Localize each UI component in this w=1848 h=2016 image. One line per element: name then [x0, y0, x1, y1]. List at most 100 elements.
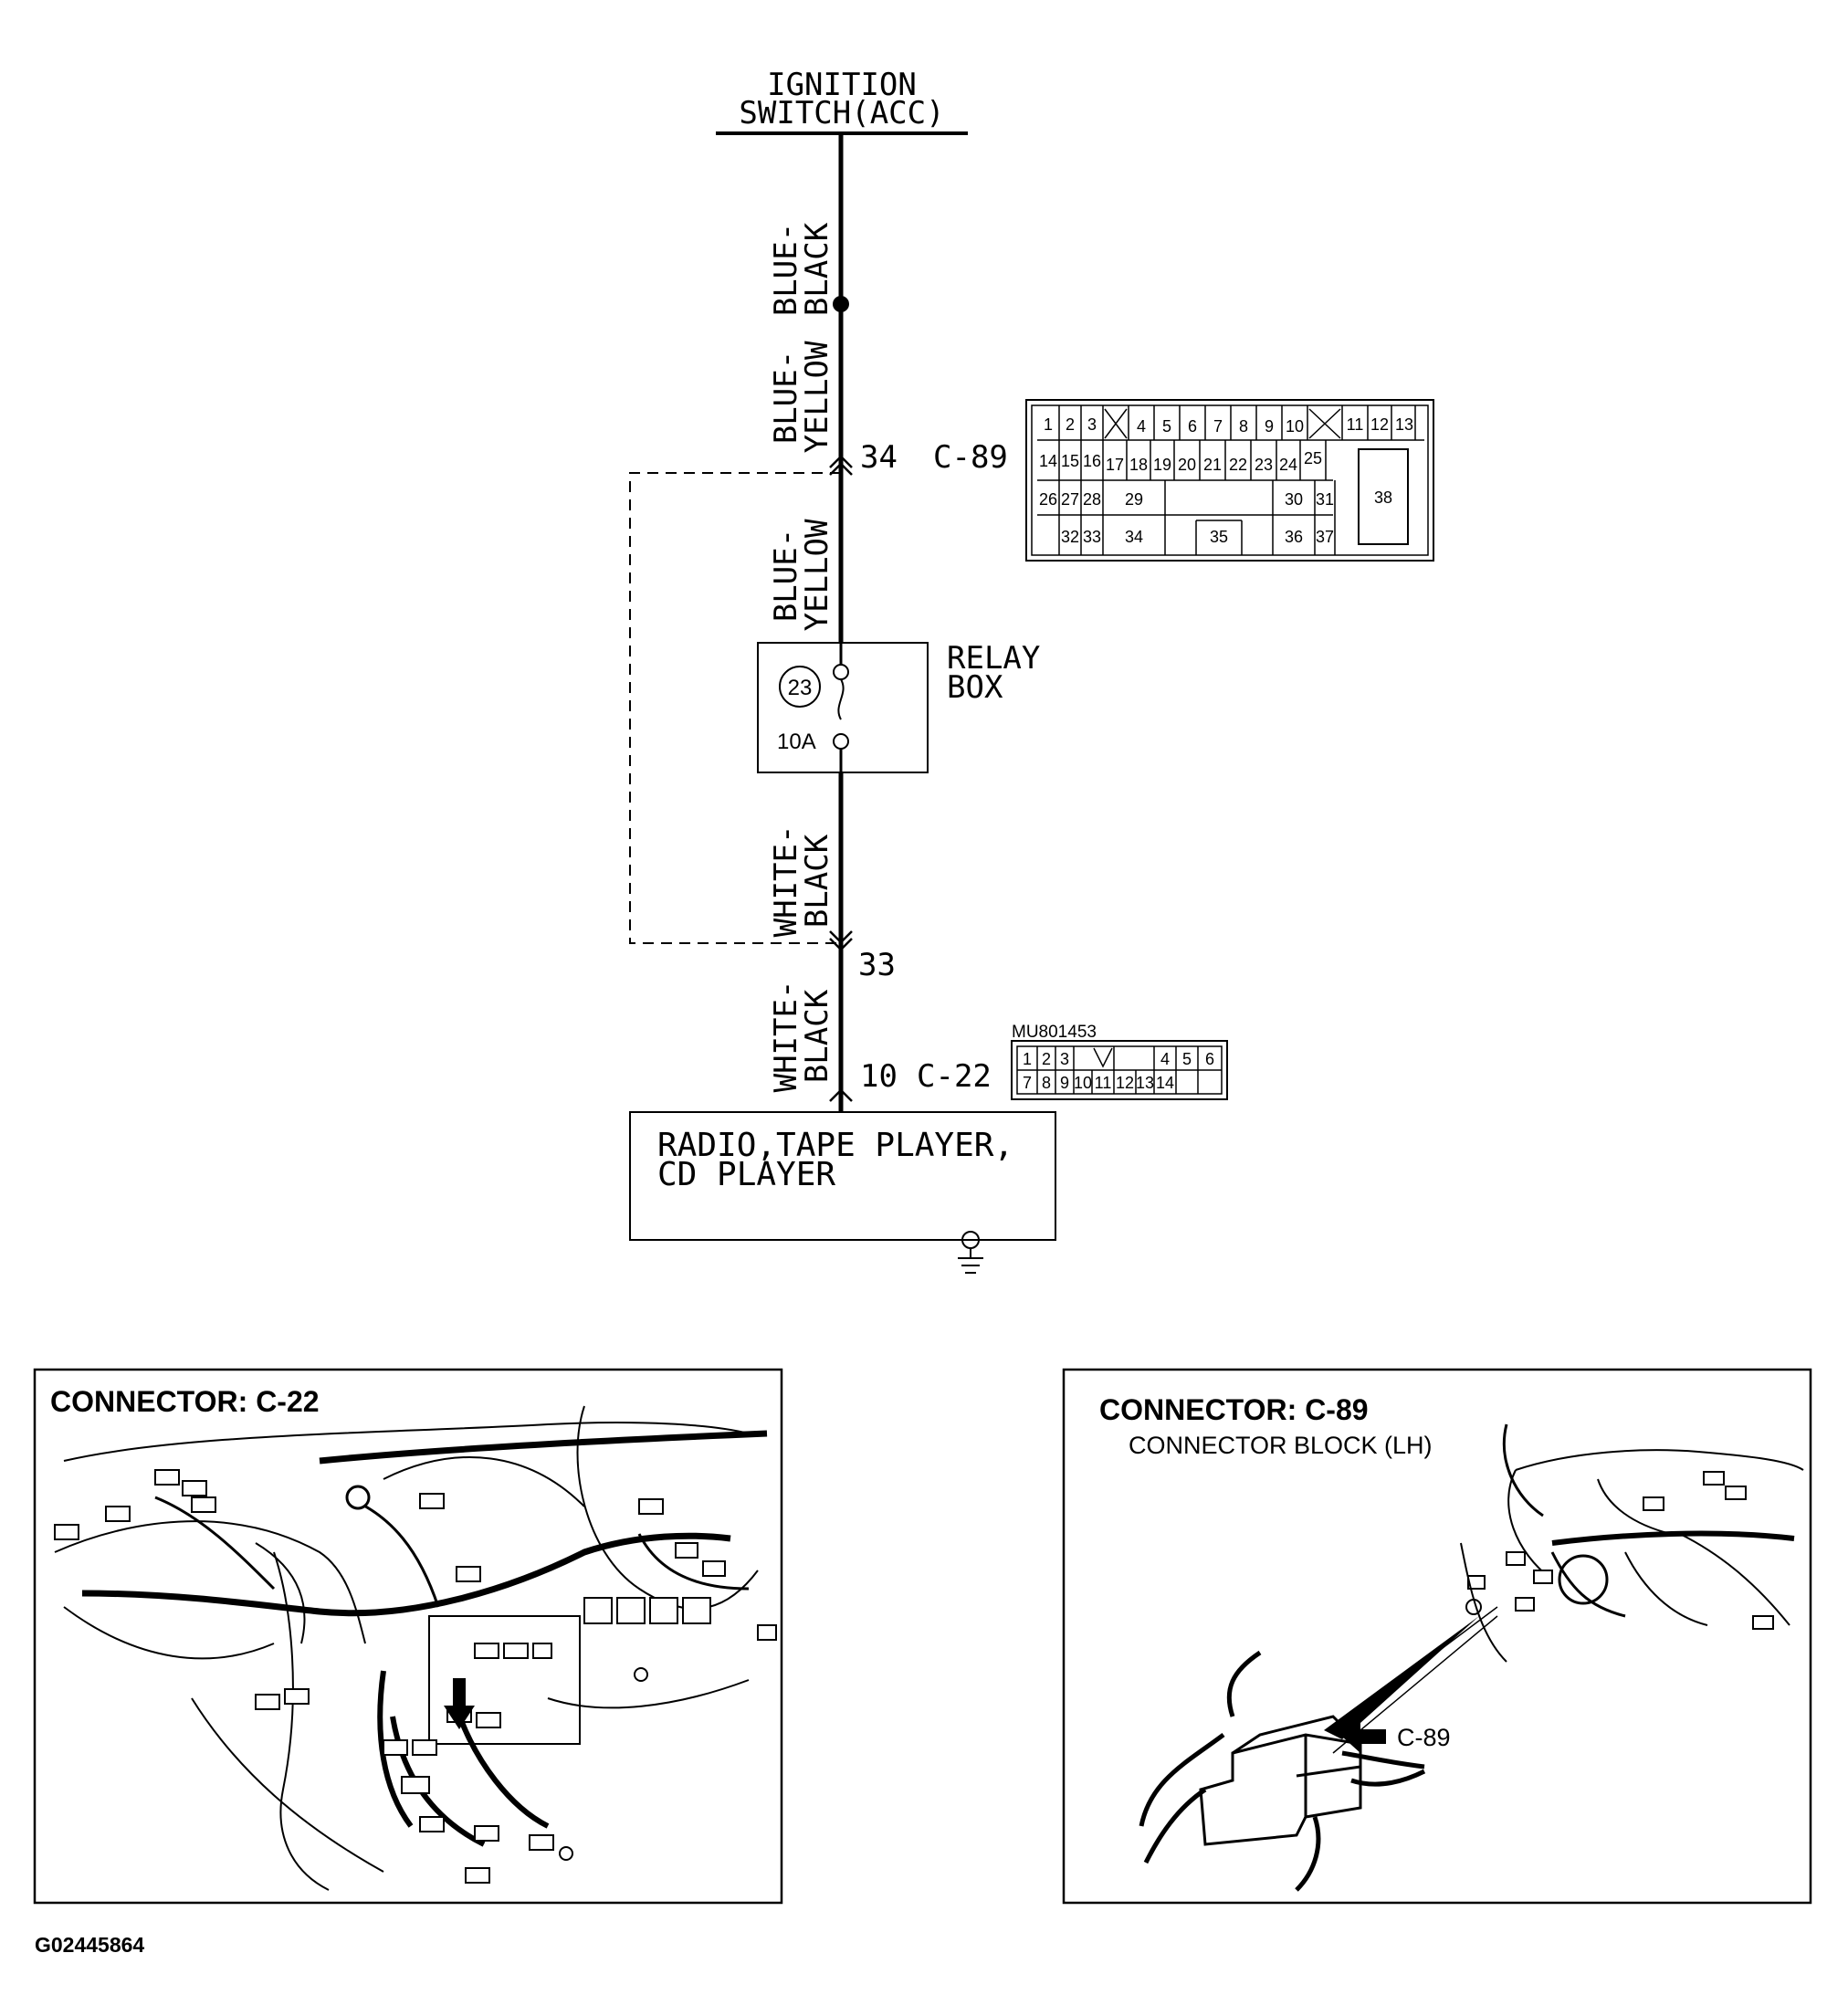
pointer-beam [1324, 1616, 1479, 1739]
pin-number: 21 [1203, 456, 1222, 474]
pin-number: 29 [1125, 490, 1143, 509]
panel-c89-callout: C-89 [1397, 1724, 1451, 1751]
pin-number: 27 [1061, 490, 1079, 509]
pin-number: 13 [1395, 415, 1413, 434]
pin-label-c89: C-89 [933, 439, 1008, 476]
pin-number: 14 [1156, 1074, 1174, 1092]
wire-label-line: BLUE- [768, 223, 804, 316]
connector-c89-face [1025, 399, 1434, 562]
pin-number: 36 [1285, 528, 1303, 546]
pin-number: 38 [1374, 488, 1392, 507]
pin-number: 15 [1061, 452, 1079, 470]
pin-number: 18 [1129, 456, 1148, 474]
pin-number: 34 [1125, 528, 1143, 546]
pin-number: 25 [1304, 449, 1322, 467]
wire-label-line: WHITE- [768, 981, 804, 1093]
dashboard-harness-illustration-c22 [54, 1405, 777, 1891]
connector-block-illustration-c89 [1139, 1423, 1804, 1892]
pin-number: 24 [1279, 456, 1297, 474]
pin-number: 3 [1087, 415, 1097, 434]
wire-label-blue-black: BLUE- BLACK [768, 222, 835, 316]
figure-id: G02445864 [35, 1933, 144, 1957]
pin-number: 11 [1347, 415, 1364, 434]
pin-number: 7 [1023, 1074, 1032, 1092]
ground-icon [958, 1231, 983, 1274]
pin-number: 32 [1061, 528, 1079, 546]
panel-c22-title: CONNECTOR: C-22 [50, 1385, 320, 1418]
pin-number: 3 [1060, 1050, 1069, 1068]
device-label-1: RADIO,TAPE PLAYER, [657, 1127, 1013, 1164]
device-label-2: CD PLAYER [657, 1156, 835, 1193]
pin-number: 22 [1229, 456, 1247, 474]
pin-number: 5 [1182, 1050, 1192, 1068]
pin-number: 20 [1178, 456, 1196, 474]
pin-number: 16 [1083, 452, 1101, 470]
wire-label-line: BLUE- [768, 529, 804, 622]
wire-label-white-black-upper: WHITE- BLACK [768, 825, 835, 938]
source-label-line1: IGNITION [767, 67, 917, 103]
pin-number: 26 [1039, 490, 1057, 509]
wire-label-line: BLACK [799, 222, 835, 316]
pin-number: 23 [1255, 456, 1273, 474]
pin-label-10: 10 [860, 1058, 898, 1095]
connector-mark-c89-b [829, 455, 853, 468]
pin-number: 4 [1137, 417, 1146, 436]
wire-label-line: YELLOW [799, 341, 835, 453]
panel-c89-subtitle: CONNECTOR BLOCK (LH) [1129, 1432, 1433, 1459]
pin-number: 13 [1136, 1074, 1154, 1092]
fuse-number: 23 [788, 676, 813, 700]
pin-number: 7 [1213, 417, 1223, 436]
arrow-left-icon [1342, 1720, 1386, 1753]
connector-mark-c22 [829, 1088, 853, 1102]
pin-number: 31 [1316, 490, 1334, 509]
splice-point [833, 296, 849, 312]
pin-number: 30 [1285, 490, 1303, 509]
pin-number: 2 [1066, 415, 1075, 434]
pin-number: 9 [1265, 417, 1274, 436]
connector-c22-pin-labels: 1 2 3 4 5 6 7 8 9 10 11 12 13 14 [1023, 1050, 1214, 1092]
wire-label-line: BLUE- [768, 351, 804, 444]
connector-c22-face [1011, 1040, 1228, 1100]
relay-box [757, 642, 929, 773]
wire-label-blue-yellow-lower: BLUE- YELLOW [768, 519, 835, 631]
wire-label-line: BLACK [799, 834, 835, 928]
pin-label-34: 34 [860, 439, 898, 476]
pin-number: 8 [1239, 417, 1248, 436]
pin-number: 4 [1160, 1050, 1170, 1068]
fuse-symbol [833, 643, 849, 772]
pin-number: 11 [1095, 1074, 1112, 1092]
pin-number: 37 [1316, 528, 1334, 546]
wire-label-line: YELLOW [799, 519, 835, 631]
source-label-line2: SWITCH(ACC) [739, 95, 944, 131]
pin-label-33: 33 [858, 947, 896, 983]
pin-number: 10 [1074, 1074, 1092, 1092]
pin-number: 1 [1023, 1050, 1032, 1068]
connector-block-dashed-outline [629, 472, 841, 944]
wire-label-line: BLACK [799, 989, 835, 1083]
pin-number: 17 [1106, 456, 1124, 474]
pin-number: 12 [1370, 415, 1389, 434]
relay-box-label-2: BOX [947, 669, 1003, 706]
pin-number: 1 [1044, 415, 1053, 434]
panel-c89-title: CONNECTOR: C-89 [1099, 1393, 1369, 1426]
wire-label-blue-yellow-upper: BLUE- YELLOW [768, 341, 835, 453]
fuse-number-circle [779, 666, 821, 708]
pin-number: 33 [1083, 528, 1101, 546]
pin-number: 14 [1039, 452, 1057, 470]
wire-label-white-black-lower: WHITE- BLACK [768, 981, 835, 1093]
wire-label-line: WHITE- [768, 825, 804, 938]
pin-number: 6 [1188, 417, 1197, 436]
pin-number: 19 [1153, 456, 1171, 474]
pin-number: 12 [1116, 1074, 1134, 1092]
fuse-rating: 10A [777, 730, 816, 754]
pin-number: 5 [1162, 417, 1171, 436]
arrow-down-icon [444, 1678, 475, 1729]
connector-mark-33-b [829, 930, 853, 944]
relay-box-label-1: RELAY [947, 640, 1040, 677]
connector-c89-pin-labels: 1 2 3 4 5 6 7 8 9 10 11 12 13 14 15 16 1… [1039, 415, 1413, 546]
panel-c22: CONNECTOR: C-22 [33, 1368, 783, 1905]
pin-number: 9 [1060, 1074, 1069, 1092]
pin-number: 28 [1083, 490, 1101, 509]
pin-number: 6 [1205, 1050, 1214, 1068]
